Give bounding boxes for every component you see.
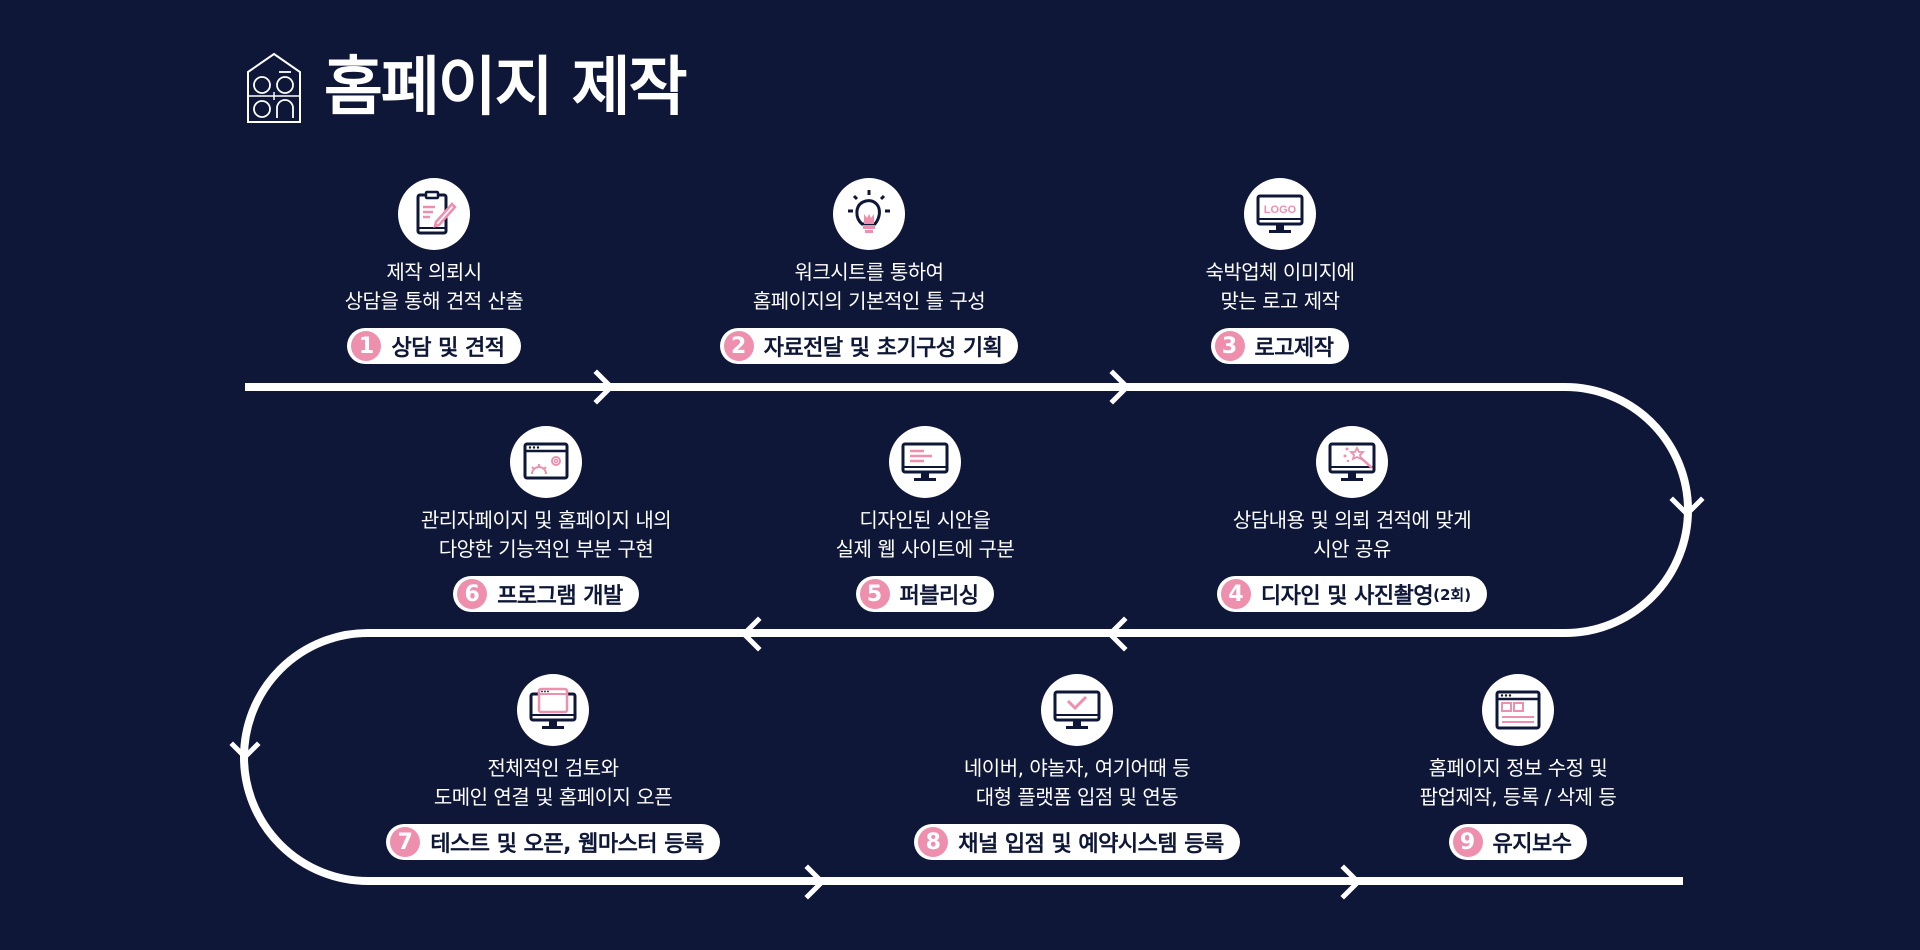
arrow-right-icon bbox=[1109, 369, 1131, 405]
step-number: 3 bbox=[1214, 331, 1245, 361]
step-badge: 5 퍼블리싱 bbox=[855, 576, 995, 612]
step-badge: 8 채널 입점 및 예약시스템 등록 bbox=[914, 824, 1240, 860]
step-number: 8 bbox=[918, 827, 949, 857]
step-label: 상담 및 견적 bbox=[391, 336, 505, 361]
desc-line: 전체적인 검토와 bbox=[487, 756, 619, 780]
clipboard-pencil-icon bbox=[416, 190, 457, 235]
desc-line: 네이버, 야놀자, 여기어때 등 bbox=[963, 756, 1191, 780]
step-3: LOGO 숙박업체 이미지에 맞는 로고 제작 3 로고제작 bbox=[1020, 178, 1540, 364]
browser-layout-icon bbox=[1495, 690, 1541, 730]
step-description: 홈페이지 정보 수정 및 팝업제작, 등록 / 삭제 등 bbox=[1258, 754, 1778, 812]
step-8: 네이버, 야놀자, 여기어때 등 대형 플랫폼 입점 및 연동 8 채널 입점 … bbox=[817, 674, 1337, 860]
step-number: 4 bbox=[1220, 579, 1251, 609]
monitor-logo-icon: LOGO bbox=[1256, 194, 1304, 233]
desc-line: 상담을 통해 견적 산출 bbox=[344, 289, 524, 313]
step-9: 홈페이지 정보 수정 및 팝업제작, 등록 / 삭제 등 9 유지보수 bbox=[1258, 674, 1778, 860]
desc-line: 상담내용 및 의뢰 견적에 맞게 bbox=[1232, 508, 1472, 532]
desc-line: 대형 플랫폼 입점 및 연동 bbox=[975, 785, 1179, 809]
desc-line: 도메인 연결 및 홈페이지 오픈 bbox=[433, 785, 673, 809]
icon-circle bbox=[1041, 674, 1113, 746]
arrow-down-icon bbox=[1669, 496, 1705, 518]
lightbulb-icon bbox=[848, 190, 890, 233]
desc-line: 홈페이지의 기본적인 틀 구성 bbox=[752, 289, 986, 313]
arrow-right-icon bbox=[593, 369, 615, 405]
process-path-line bbox=[240, 383, 1692, 885]
icon-circle bbox=[1482, 674, 1554, 746]
desc-line: 디자인된 시안을 bbox=[859, 508, 991, 532]
step-description: 디자인된 시안을 실제 웹 사이트에 구분 bbox=[665, 506, 1185, 564]
step-label: 로고제작 bbox=[1254, 336, 1334, 361]
step-number: 1 bbox=[351, 331, 382, 361]
desc-line: 실제 웹 사이트에 구분 bbox=[835, 537, 1015, 561]
step-description: 숙박업체 이미지에 맞는 로고 제작 bbox=[1020, 258, 1540, 316]
step-number: 7 bbox=[390, 827, 421, 857]
step-description: 상담내용 및 의뢰 견적에 맞게 시안 공유 bbox=[1092, 506, 1612, 564]
step-number: 9 bbox=[1452, 827, 1483, 857]
monitor-checkmark-icon bbox=[1053, 690, 1101, 729]
step-2: 워크시트를 통하여 홈페이지의 기본적인 틀 구성 2 자료전달 및 초기구성 … bbox=[609, 178, 1129, 364]
header: 홈페이지 제작 bbox=[246, 51, 688, 125]
desc-line: 숙박업체 이미지에 bbox=[1205, 260, 1355, 284]
icon-circle bbox=[833, 178, 905, 250]
monitor-text-lines-icon bbox=[901, 442, 949, 481]
desc-line: 관리자페이지 및 홈페이지 내의 bbox=[420, 508, 672, 532]
icon-circle bbox=[517, 674, 589, 746]
step-description: 관리자페이지 및 홈페이지 내의 다양한 기능적인 부분 구현 bbox=[286, 506, 806, 564]
arrow-left-icon bbox=[740, 616, 762, 652]
step-badge: 9 유지보수 bbox=[1448, 824, 1588, 860]
desc-line: 워크시트를 통하여 bbox=[794, 260, 944, 284]
step-label: 유지보수 bbox=[1492, 832, 1572, 857]
desc-line: 맞는 로고 제작 bbox=[1220, 289, 1340, 313]
step-label-suffix: (2회) bbox=[1433, 585, 1472, 604]
step-number: 6 bbox=[457, 579, 488, 609]
step-label: 디자인 및 사진촬영 bbox=[1260, 584, 1434, 609]
step-description: 워크시트를 통하여 홈페이지의 기본적인 틀 구성 bbox=[609, 258, 1129, 316]
step-label: 자료전달 및 초기구성 기획 bbox=[763, 336, 1003, 361]
desc-line: 다양한 기능적인 부분 구현 bbox=[438, 537, 654, 561]
icon-circle bbox=[398, 178, 470, 250]
monitor-magic-wand-icon bbox=[1328, 442, 1376, 481]
step-label: 채널 입점 및 예약시스템 등록 bbox=[958, 832, 1224, 857]
arrow-right-icon bbox=[804, 864, 826, 900]
step-label: 테스트 및 오픈, 웹마스터 등록 bbox=[430, 832, 704, 857]
step-number: 5 bbox=[859, 579, 890, 609]
desc-line: 제작 의뢰시 bbox=[386, 260, 482, 284]
arrow-right-icon bbox=[1340, 864, 1362, 900]
step-description: 제작 의뢰시 상담을 통해 견적 산출 bbox=[174, 258, 694, 316]
monitor-browser-window-icon bbox=[529, 687, 577, 729]
step-7: 전체적인 검토와 도메인 연결 및 홈페이지 오픈 7 테스트 및 오픈, 웹마… bbox=[293, 674, 813, 860]
step-number: 2 bbox=[723, 331, 754, 361]
step-badge: 7 테스트 및 오픈, 웹마스터 등록 bbox=[386, 824, 720, 860]
step-5: 디자인된 시안을 실제 웹 사이트에 구분 5 퍼블리싱 bbox=[665, 426, 1185, 612]
icon-circle bbox=[889, 426, 961, 498]
page-title: 홈페이지 제작 bbox=[324, 51, 688, 125]
desc-line: 팝업제작, 등록 / 삭제 등 bbox=[1419, 785, 1617, 809]
step-description: 네이버, 야놀자, 여기어때 등 대형 플랫폼 입점 및 연동 bbox=[817, 754, 1337, 812]
icon-circle: LOGO bbox=[1244, 178, 1316, 250]
logo-text: LOGO bbox=[1264, 204, 1297, 216]
arrow-left-icon bbox=[1106, 616, 1128, 652]
step-4: 상담내용 및 의뢰 견적에 맞게 시안 공유 4 디자인 및 사진촬영 (2회) bbox=[1092, 426, 1612, 612]
house-logo-icon bbox=[247, 52, 301, 123]
browser-gears-icon bbox=[523, 442, 569, 480]
step-badge: 4 디자인 및 사진촬영 (2회) bbox=[1216, 576, 1488, 612]
arrow-down-icon bbox=[229, 741, 261, 761]
step-label: 퍼블리싱 bbox=[899, 584, 979, 609]
step-description: 전체적인 검토와 도메인 연결 및 홈페이지 오픈 bbox=[293, 754, 813, 812]
icon-circle bbox=[1316, 426, 1388, 498]
desc-line: 시안 공유 bbox=[1313, 537, 1391, 561]
step-badge: 1 상담 및 견적 bbox=[347, 328, 521, 364]
step-badge: 3 로고제작 bbox=[1210, 328, 1350, 364]
desc-line: 홈페이지 정보 수정 및 bbox=[1428, 756, 1608, 780]
step-badge: 2 자료전달 및 초기구성 기획 bbox=[719, 328, 1019, 364]
step-6: 관리자페이지 및 홈페이지 내의 다양한 기능적인 부분 구현 6 프로그램 개… bbox=[286, 426, 806, 612]
icon-circle bbox=[510, 426, 582, 498]
step-1: 제작 의뢰시 상담을 통해 견적 산출 1 상담 및 견적 bbox=[174, 178, 694, 364]
step-label: 프로그램 개발 bbox=[497, 584, 623, 609]
step-badge: 6 프로그램 개발 bbox=[453, 576, 639, 612]
